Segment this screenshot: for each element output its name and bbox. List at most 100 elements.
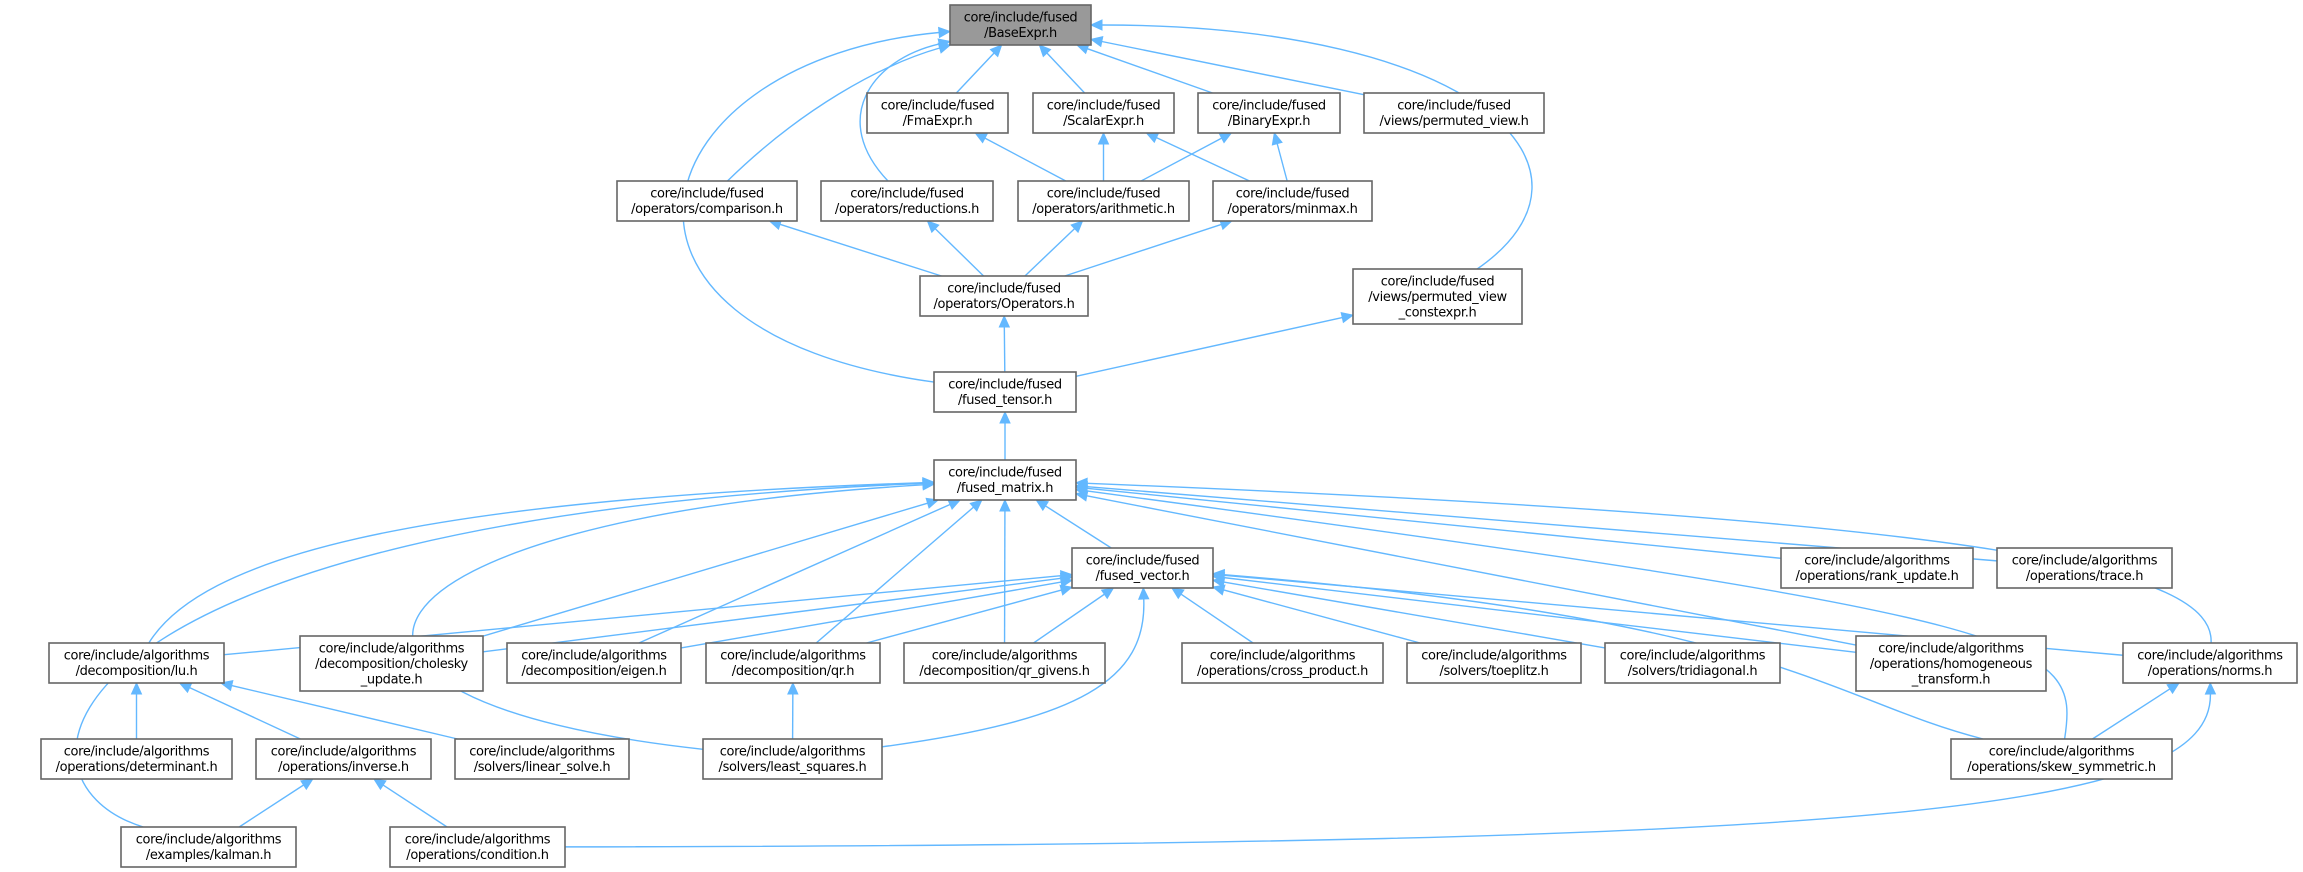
arrowhead-icon bbox=[1074, 485, 1089, 497]
graph-node[interactable]: core/include/algorithms/operations/homog… bbox=[1855, 635, 2047, 692]
node-label-line: /decomposition/lu.h bbox=[76, 664, 198, 679]
node-label-line: core/include/fused bbox=[948, 378, 1062, 393]
graph-node[interactable]: core/include/fused/fused_tensor.h bbox=[933, 371, 1077, 413]
dependency-edge bbox=[1035, 499, 1112, 549]
graph-node[interactable]: core/include/algorithms/decomposition/lu… bbox=[48, 642, 225, 684]
edge-line bbox=[1276, 143, 1288, 182]
node-label-line: core/include/algorithms bbox=[1620, 649, 1766, 664]
edge-line bbox=[1180, 593, 1254, 644]
dependency-edge bbox=[238, 778, 314, 828]
graph-node[interactable]: core/include/algorithms/operations/inver… bbox=[255, 738, 432, 780]
node-label-line: core/include/fused bbox=[1047, 99, 1161, 114]
node-label-line: core/include/algorithms bbox=[720, 649, 866, 664]
node-label-line: core/include/algorithms bbox=[64, 745, 210, 760]
graph-node[interactable]: core/include/fused/fused_vector.h bbox=[1071, 547, 1214, 589]
graph-node[interactable]: core/include/algorithms/operations/skew_… bbox=[1950, 738, 2173, 780]
graph-node[interactable]: core/include/algorithms/solvers/tridiago… bbox=[1604, 642, 1781, 684]
graph-node[interactable]: core/include/fused/operators/reductions.… bbox=[820, 180, 994, 222]
node-box bbox=[933, 459, 1077, 501]
node-label-line: /operators/comparison.h bbox=[631, 202, 783, 217]
dependency-edge bbox=[680, 576, 1074, 649]
dependency-edge bbox=[955, 44, 1003, 94]
node-box bbox=[506, 642, 682, 684]
graph-node[interactable]: core/include/algorithms/solvers/toeplitz… bbox=[1406, 642, 1582, 684]
graph-node[interactable]: core/include/algorithms/operations/condi… bbox=[389, 826, 566, 868]
graph-node[interactable]: core/include/fused/views/permuted_view_c… bbox=[1352, 268, 1523, 325]
graph-node[interactable]: core/include/algorithms/operations/deter… bbox=[40, 738, 233, 780]
graph-node[interactable]: core/include/algorithms/operations/trace… bbox=[1996, 547, 2173, 589]
node-label-line: core/include/algorithms bbox=[136, 833, 282, 848]
edge-line bbox=[859, 43, 940, 182]
edge-line bbox=[1075, 316, 1343, 378]
node-label-line: core/include/algorithms bbox=[2012, 554, 2158, 569]
node-label-line: /operators/arithmetic.h bbox=[1032, 202, 1175, 217]
graph-node[interactable]: core/include/algorithms/solvers/linear_s… bbox=[454, 738, 630, 780]
node-label-line: core/include/algorithms bbox=[932, 649, 1078, 664]
node-label-line: core/include/fused bbox=[1381, 274, 1495, 289]
dependency-edge bbox=[999, 410, 1011, 460]
graph-node[interactable]: core/include/algorithms/operations/norms… bbox=[2122, 642, 2298, 684]
edge-line bbox=[231, 684, 458, 740]
graph-node[interactable]: core/include/fused/operators/minmax.h bbox=[1212, 180, 1373, 222]
node-label-line: /operations/skew_symmetric.h bbox=[1967, 760, 2156, 775]
edge-line bbox=[564, 693, 2212, 848]
node-label-line: /solvers/linear_solve.h bbox=[474, 760, 611, 775]
node-box bbox=[389, 826, 566, 868]
arrowhead-icon bbox=[1059, 584, 1074, 596]
graph-node[interactable]: core/include/fused/operators/comparison.… bbox=[616, 180, 798, 222]
node-label-line: /operations/norms.h bbox=[2148, 664, 2273, 679]
node-label-line: /BaseExpr.h bbox=[984, 26, 1057, 41]
graph-node-root: core/include/fused/BaseExpr.h bbox=[949, 4, 1092, 46]
arrowhead-icon bbox=[999, 410, 1011, 424]
edge-line bbox=[680, 581, 1062, 649]
node-label-line: /decomposition/qr.h bbox=[732, 664, 855, 679]
graph-node[interactable]: core/include/fused/ScalarExpr.h bbox=[1032, 92, 1175, 134]
node-label-line: core/include/algorithms bbox=[1878, 641, 2024, 656]
graph-node[interactable]: core/include/fused/fused_matrix.h bbox=[933, 459, 1077, 501]
node-label-line: /operations/inverse.h bbox=[278, 760, 409, 775]
graph-node[interactable]: core/include/algorithms/operations/rank_… bbox=[1780, 547, 1974, 589]
graph-node[interactable]: core/include/fused/BinaryExpr.h bbox=[1197, 92, 1341, 134]
dependency-edge bbox=[998, 314, 1011, 373]
edge-line bbox=[1156, 137, 1250, 182]
node-label-line: core/include/fused bbox=[1397, 99, 1511, 114]
dependency-edge bbox=[1024, 220, 1084, 277]
node-box bbox=[1071, 547, 1214, 589]
node-label-line: /fused_vector.h bbox=[1096, 569, 1190, 584]
edge-line bbox=[2092, 688, 2171, 740]
arrowhead-icon bbox=[1035, 499, 1050, 512]
graph-node[interactable]: core/include/fused/FmaExpr.h bbox=[866, 92, 1009, 134]
dependency-edge bbox=[638, 499, 962, 644]
graph-node[interactable]: core/include/fused/operators/arithmetic.… bbox=[1017, 180, 1190, 222]
graph-node[interactable]: core/include/algorithms/decomposition/qr… bbox=[705, 642, 881, 684]
arrowhead-icon bbox=[2166, 682, 2181, 695]
edge-line bbox=[148, 482, 924, 644]
edge-line bbox=[866, 589, 1062, 644]
graph-node[interactable]: core/include/fused/views/permuted_view.h bbox=[1363, 92, 1545, 134]
graph-node[interactable]: core/include/fused/operators/Operators.h bbox=[919, 275, 1089, 317]
edge-line bbox=[1064, 223, 1222, 277]
graph-node[interactable]: core/include/algorithms/decomposition/ei… bbox=[506, 642, 682, 684]
arrowhead-icon bbox=[999, 498, 1011, 512]
node-label-line: _constexpr.h bbox=[1398, 305, 1477, 320]
arrowhead-icon bbox=[937, 38, 952, 50]
node-label-line: _update.h bbox=[360, 672, 423, 687]
edge-line bbox=[1223, 589, 1421, 644]
arrowhead-icon bbox=[1218, 132, 1233, 144]
node-label-line: /views/permuted_view bbox=[1368, 290, 1507, 305]
dependency-edge bbox=[1097, 131, 1110, 181]
edge-line bbox=[482, 502, 928, 637]
graph-node[interactable]: core/include/algorithms/decomposition/ch… bbox=[299, 635, 484, 692]
edge-line bbox=[1033, 593, 1105, 644]
arrowhead-icon bbox=[372, 778, 387, 791]
graph-node[interactable]: core/include/algorithms/operations/cross… bbox=[1181, 642, 1384, 684]
graph-node[interactable]: core/include/algorithms/decomposition/qr… bbox=[903, 642, 1106, 684]
dependency-edge bbox=[926, 220, 985, 277]
dependency-edge bbox=[1038, 44, 1086, 94]
dependency-edge bbox=[130, 681, 143, 739]
node-box bbox=[1406, 642, 1582, 684]
dependency-edge bbox=[787, 681, 799, 740]
graph-node[interactable]: core/include/algorithms/solvers/least_sq… bbox=[702, 738, 883, 780]
dependency-edge bbox=[178, 682, 301, 740]
graph-node[interactable]: core/include/algorithms/examples/kalman.… bbox=[120, 826, 297, 868]
